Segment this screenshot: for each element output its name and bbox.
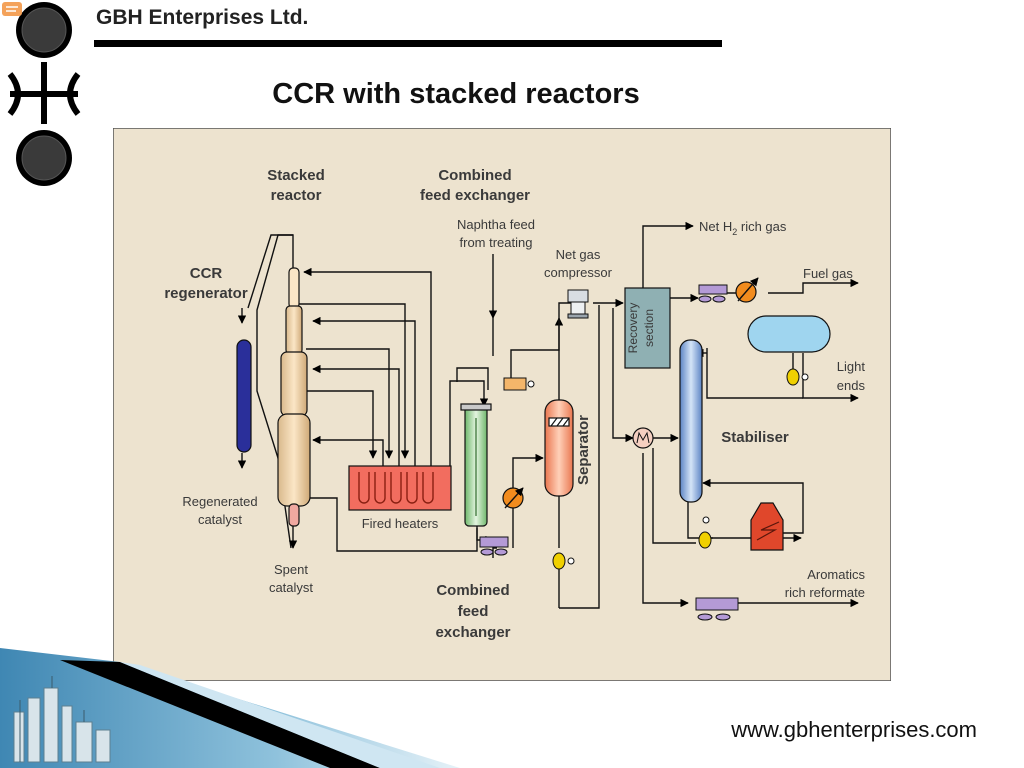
label-net-gas-2: compressor	[544, 265, 613, 280]
label-combined-feed-bottom-2: feed	[458, 603, 489, 620]
label-recovery-2: section	[642, 309, 656, 347]
stacked-reactor	[277, 267, 311, 527]
slide-title: CCR with stacked reactors	[272, 78, 640, 110]
label-recovery-1: Recovery	[626, 303, 640, 354]
pump-separator	[552, 552, 575, 570]
label-light-ends-2: ends	[837, 378, 866, 393]
label-stacked-reactor-2: reactor	[271, 187, 322, 204]
speech-bubble-icon	[2, 2, 22, 16]
fired-heaters	[348, 465, 452, 511]
label-naphtha-1: Naphtha feed	[457, 217, 535, 232]
reboiler-furnace	[750, 502, 784, 551]
control-valve-fuel-gas	[735, 277, 759, 303]
label-fired-heaters: Fired heaters	[362, 516, 439, 531]
process-diagram: Stacked reactor CCR regenerator Combined…	[113, 128, 891, 681]
control-valve-separator	[502, 487, 524, 509]
recovery-section	[624, 287, 671, 369]
title-rule	[94, 40, 722, 47]
air-cooler-feed	[479, 536, 509, 556]
label-fuel-gas: Fuel gas	[803, 266, 853, 281]
website-url[interactable]: www.gbhenterprises.com	[731, 717, 977, 742]
company-name: GBH Enterprises Ltd.	[96, 6, 309, 29]
label-light-ends-1: Light	[837, 359, 866, 374]
combined-feed-exchanger	[460, 403, 492, 527]
stabiliser-feed-exchanger	[632, 427, 654, 449]
company-logo	[2, 2, 81, 186]
label-stabiliser: Stabiliser	[721, 429, 789, 446]
label-combined-feed-top-2: feed exchanger	[420, 187, 530, 204]
label-net-h2-sub: 2	[732, 227, 737, 237]
label-net-gas-1: Net gas	[556, 247, 601, 262]
label-aromatics-2: rich reformate	[785, 585, 865, 600]
label-separator: Separator	[575, 415, 592, 485]
pump-stabiliser	[698, 516, 712, 549]
label-combined-feed-bottom-1: Combined	[436, 582, 509, 599]
overhead-drum	[747, 315, 831, 353]
separator-vessel	[544, 399, 574, 497]
stabiliser-column	[679, 339, 703, 503]
label-combined-feed-bottom-3: exchanger	[435, 624, 510, 641]
label-naphtha-2: from treating	[460, 235, 533, 250]
recycle-compressor	[503, 377, 535, 391]
label-spent-cat-1: Spent	[274, 562, 308, 577]
label-ccr-regenerator-2: regenerator	[164, 285, 248, 302]
label-regen-cat-2: catalyst	[198, 512, 242, 527]
net-gas-compressor	[567, 289, 589, 319]
label-stacked-reactor-1: Stacked	[267, 167, 325, 184]
label-ccr-regenerator-1: CCR	[190, 265, 223, 282]
label-net-h2: Net H2 rich gas	[699, 219, 787, 237]
air-cooler-fuel-gas	[698, 284, 728, 303]
label-combined-feed-top-1: Combined	[438, 167, 511, 184]
footer-refinery-graphic	[0, 648, 460, 768]
label-regen-cat-1: Regenerated	[182, 494, 257, 509]
air-cooler-reformate	[695, 597, 739, 621]
label-net-h2-post: rich gas	[737, 219, 787, 234]
pump-light-ends	[786, 368, 809, 386]
ccr-regenerator	[236, 339, 252, 453]
label-aromatics-1: Aromatics	[807, 567, 865, 582]
label-net-h2-pre: Net H	[699, 219, 732, 234]
label-spent-cat-2: catalyst	[269, 580, 313, 595]
